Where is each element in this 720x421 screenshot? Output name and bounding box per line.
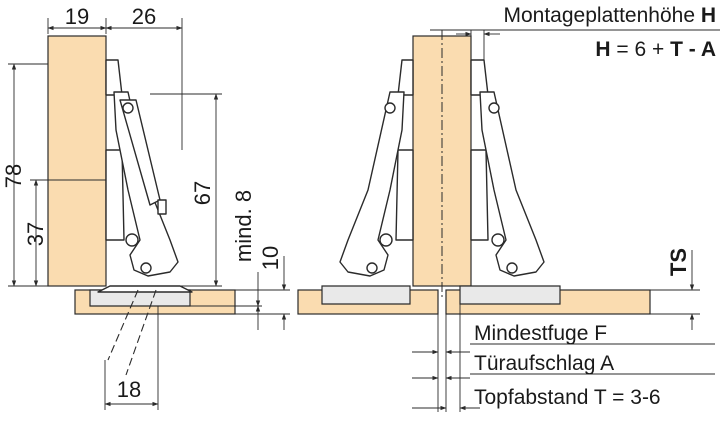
hinge-cup-flange [97, 285, 193, 293]
left-mounting-plate-top [397, 59, 414, 96]
dim-label-18: 18 [117, 377, 141, 402]
left-hinge-cup [321, 285, 411, 305]
dim-label-26: 26 [132, 4, 156, 29]
mounting-plate [105, 149, 125, 241]
right-hinge-screw-top [488, 102, 500, 114]
formula-equation: H = 6 + T - A [595, 38, 716, 61]
mounting-plate-top [105, 59, 123, 96]
left-hinge-screw-top [384, 102, 396, 114]
hinge-screw-top [122, 102, 134, 114]
right-mounting-plate-top [470, 59, 489, 96]
dim-label-ts: TS [666, 248, 691, 276]
cabinet-side-panel [47, 35, 107, 287]
hinge-adjust-screw [157, 199, 167, 215]
dim-label-mind-8: mind. 8 [231, 190, 256, 262]
formula-block: Montageplattenhöhe H H = 6 + T - A [504, 4, 717, 61]
left-hinge-pivot [366, 262, 378, 274]
right-hinge-pivot [506, 262, 518, 274]
hinge-screw-bottom [125, 233, 139, 247]
legend-tueraufschlag: Türaufschlag A [474, 352, 614, 375]
formula-title: Montageplattenhöhe H [504, 4, 717, 27]
dim-label-67: 67 [190, 181, 215, 205]
dim-label-37: 37 [23, 222, 48, 246]
dim-label-19: 19 [65, 4, 89, 29]
right-hinge-screw-bottom [491, 233, 505, 247]
cup-projection-left [107, 289, 139, 361]
left-hinge-screw-bottom [379, 233, 393, 247]
left-hinge-view: 19 26 78 37 67 mind. 8 10 18 [1, 4, 290, 410]
right-hinge-arm [479, 91, 545, 277]
dim-label-10: 10 [258, 246, 283, 270]
right-hinge-cup [459, 285, 561, 305]
hinge-pivot [140, 262, 152, 274]
cup-projection-right [125, 289, 157, 376]
right-mounting-plate [470, 149, 489, 241]
right-hinge-view: TS Mindestfuge F Türaufschlag A Topfabst… [297, 29, 720, 412]
dim-label-78: 78 [1, 164, 26, 188]
left-hinge-arm [339, 91, 405, 277]
left-mounting-plate [395, 149, 414, 241]
legend-mindestfuge: Mindestfuge F [474, 322, 607, 345]
legend-topfabstand: Topfabstand T = 3-6 [474, 386, 661, 409]
